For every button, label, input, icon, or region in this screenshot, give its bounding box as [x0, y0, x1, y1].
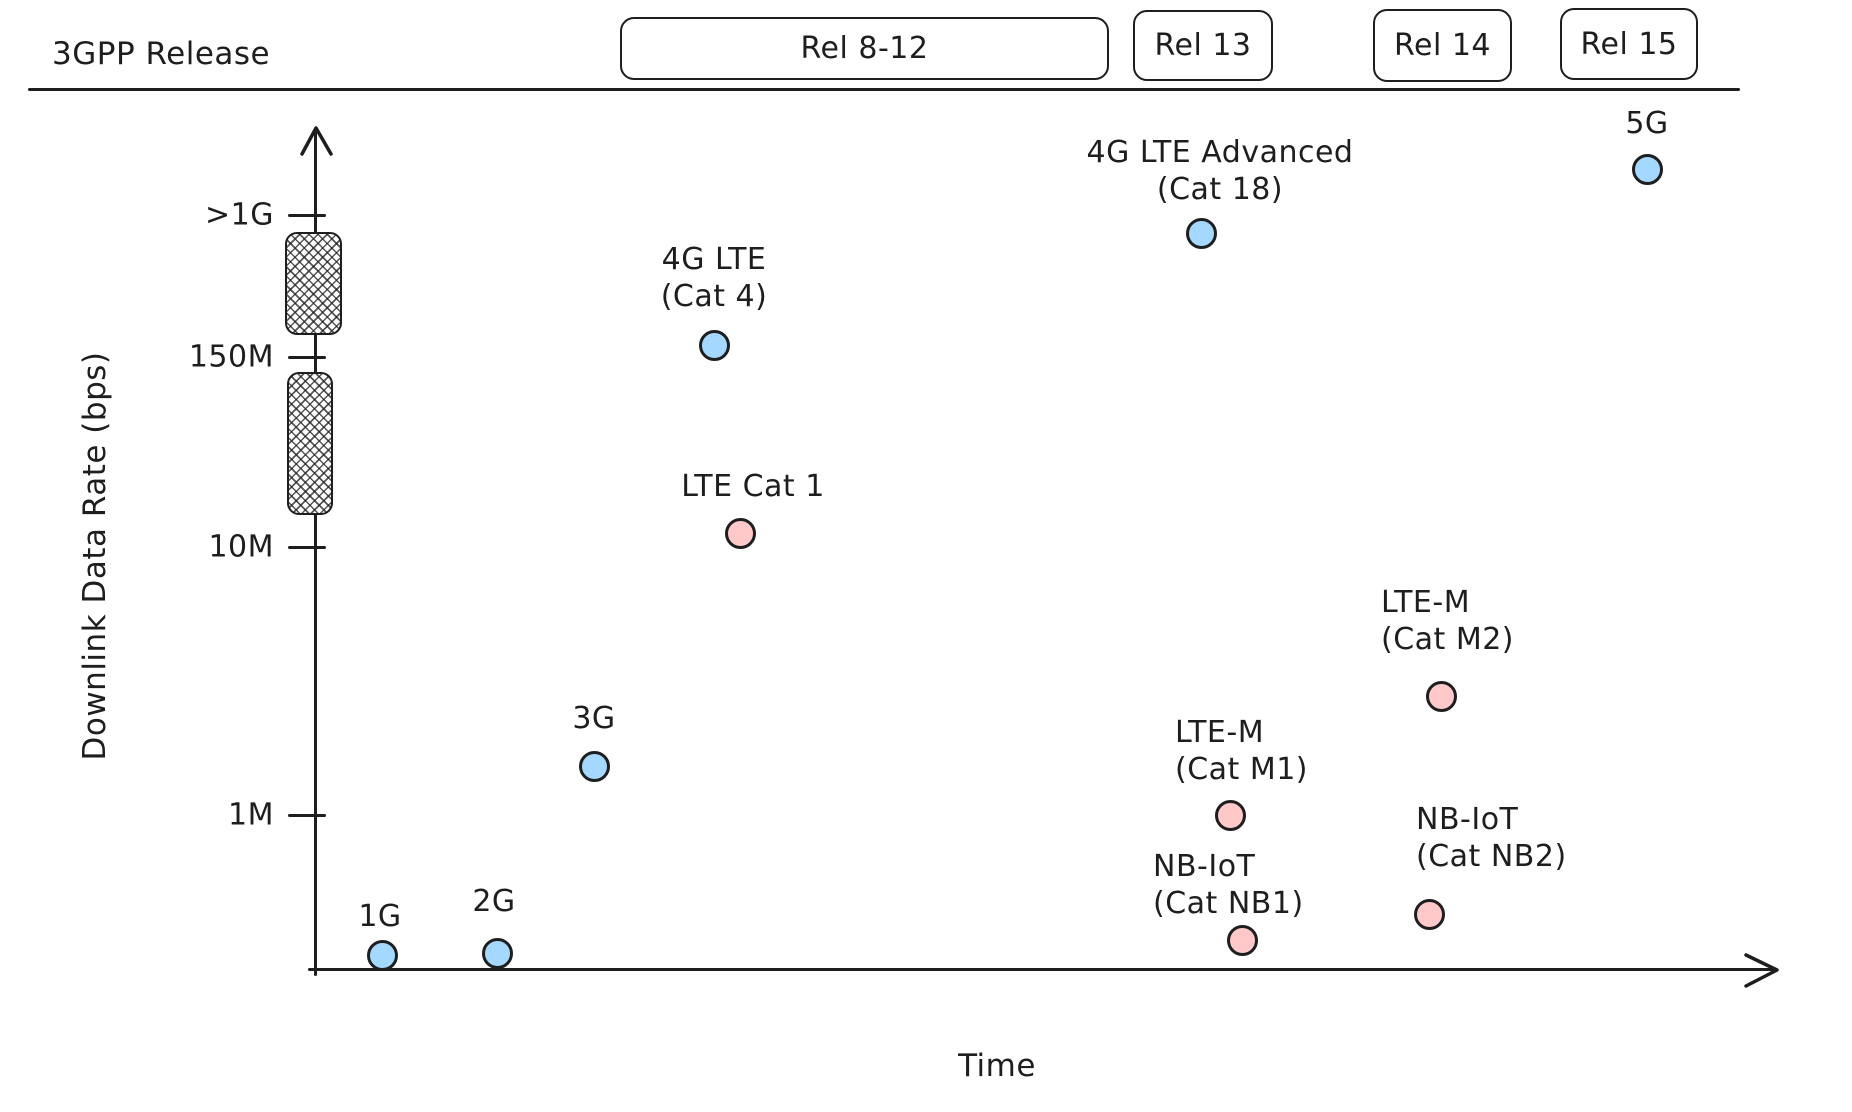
point-label-lte-m-cat-m2: LTE-M(Cat M2): [1381, 584, 1514, 658]
point-label-line: NB-IoT: [1153, 849, 1256, 884]
point-label-1g: 1G: [358, 898, 401, 935]
point-label-line: 1G: [358, 899, 402, 934]
point-label-line: (Cat NB2): [1416, 839, 1567, 874]
point-circle-lte-m-cat-m1: [1214, 799, 1246, 831]
point-label-line: 4G LTE Advanced: [1086, 135, 1354, 170]
point-circle-5g: [1631, 153, 1663, 185]
y-tick-label: 1M: [228, 797, 274, 833]
point-label-lte-cat1: LTE Cat 1: [681, 468, 825, 505]
y-tick-label: 10M: [208, 529, 274, 565]
point-label-line: LTE Cat 1: [681, 469, 825, 504]
point-label-line: NB-IoT: [1416, 802, 1519, 837]
point-circle-3g: [578, 750, 610, 782]
y-tick-line: [288, 813, 326, 817]
axis-break-hatch: [285, 232, 342, 335]
point-label-line: LTE-M: [1381, 585, 1471, 620]
x-axis-title: Time: [958, 1048, 1036, 1084]
point-label-line: (Cat NB1): [1153, 886, 1304, 921]
y-tick-label: >1G: [205, 197, 274, 233]
point-label-line: (Cat 18): [1156, 172, 1284, 207]
point-label-4g-lte-cat4: 4G LTE(Cat 4): [661, 241, 768, 315]
header-separator-line: [28, 88, 1740, 91]
point-label-line: (Cat M1): [1175, 752, 1309, 787]
point-label-line: (Cat 4): [660, 279, 768, 314]
point-circle-4g-lte-adv-cat18: [1185, 217, 1217, 249]
point-label-line: 5G: [1625, 106, 1669, 141]
point-label-line: 3G: [572, 701, 616, 736]
y-axis-title: Downlink Data Rate (bps): [77, 351, 113, 761]
point-label-line: (Cat M2): [1381, 622, 1515, 657]
release-box-rel-15: Rel 15: [1560, 8, 1698, 80]
point-label-3g: 3G: [572, 700, 615, 737]
y-tick-line: [288, 545, 326, 549]
point-circle-2g: [481, 937, 513, 969]
point-label-5g: 5G: [1625, 105, 1668, 142]
point-circle-lte-m-cat-m2: [1425, 680, 1457, 712]
point-circle-4g-lte-cat4: [698, 329, 730, 361]
header-axis-title: 3GPP Release: [52, 36, 271, 72]
y-tick-line: [288, 355, 326, 359]
point-label-line: LTE-M: [1175, 715, 1265, 750]
y-tick-label: 150M: [188, 339, 274, 375]
y-axis-line: [314, 130, 317, 976]
point-label-nb-iot-cat-nb2: NB-IoT(Cat NB2): [1416, 801, 1567, 875]
release-box-rel-14: Rel 14: [1373, 9, 1512, 82]
release-box-rel-13: Rel 13: [1133, 10, 1273, 81]
point-circle-lte-cat1: [724, 517, 756, 549]
point-label-2g: 2G: [472, 883, 515, 920]
point-label-4g-lte-adv-cat18: 4G LTE Advanced(Cat 18): [1087, 134, 1354, 208]
point-label-nb-iot-cat-nb1: NB-IoT(Cat NB1): [1153, 848, 1304, 922]
x-axis-line: [308, 968, 1774, 971]
point-circle-nb-iot-cat-nb2: [1413, 898, 1445, 930]
point-label-line: 2G: [472, 884, 516, 919]
point-circle-1g: [366, 939, 398, 971]
point-label-line: 4G LTE: [661, 242, 767, 277]
release-box-rel-8-12: Rel 8-12: [620, 17, 1109, 80]
axis-break-hatch: [287, 372, 333, 515]
y-tick-line: [288, 213, 326, 217]
point-label-lte-m-cat-m1: LTE-M(Cat M1): [1175, 714, 1308, 788]
point-circle-nb-iot-cat-nb1: [1226, 924, 1258, 956]
